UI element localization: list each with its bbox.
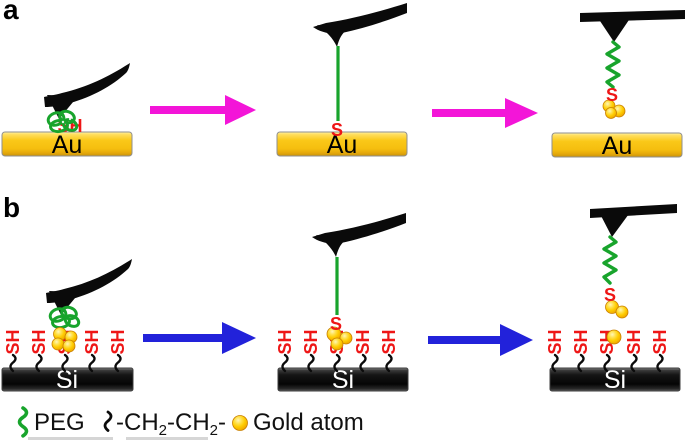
thiol-label: SH [379,329,399,354]
peg-coil-a1-speckles [52,116,72,124]
afm-cantilever-b3 [590,204,677,237]
cantilever-tip [598,207,634,237]
sulfur-label-b2: S [330,314,342,334]
afm-cantilever-b2 [312,213,406,257]
legend-peg-label: PEG [34,409,85,436]
artifact-strip [126,437,208,440]
coiled-peg-a3 [605,40,621,89]
reaction-arrow-a2 [432,98,538,128]
au-label-a2: Au [327,131,358,159]
cantilever-beam [580,10,685,22]
panel-a-label: a [3,0,19,25]
thiol-label: SH [29,329,49,354]
thiol-label: SH [108,329,128,354]
au-label-a3: Au [602,132,633,160]
sulfur-label-b3: S [604,285,616,305]
thiol-label: SH [82,329,102,354]
peg-loop [63,314,81,328]
substrate-si-b1 [1,367,134,392]
legend-gold-label: Gold atom [253,409,364,436]
cantilever-tip [47,95,78,119]
gold-atom [339,331,353,345]
peg-loop [46,111,66,127]
substrate-au-a2 [276,131,408,157]
legend-peg-swatch [17,406,29,438]
substrate-si-b2 [277,367,409,392]
si-label-b3: Si [604,366,626,394]
thiol-label: SH [545,329,565,354]
afm-cantilever-a2 [313,3,407,47]
thiol-label: SH [353,329,373,354]
ethylene-part: - [218,409,226,436]
cropped-caption-artifact [28,437,208,440]
reaction-arrow-b1 [143,322,256,354]
afm-cantilever-a3 [580,10,685,42]
thiol-label: SH [3,329,23,354]
gold-atoms [51,99,629,353]
si-label-b2: Si [332,366,354,394]
thiol-label: SH [571,329,591,354]
coiled-peg-b3 [602,235,618,285]
thiol-label: SH [650,329,670,354]
gold-atom [51,337,65,351]
si-label-b1: Si [56,366,78,394]
sulfur-label-a3: S [606,85,618,105]
substrate-si-b3 [549,367,681,392]
speckle [68,117,72,121]
gold-atom [605,107,617,119]
peg-loop [49,118,69,134]
ethylene-sub: 2 [159,422,167,439]
reaction-arrow-b2 [428,324,533,356]
sulfur-labels: S S S S [330,85,618,334]
thiol-label: SH [301,329,321,354]
sulfur-label-a2: S [331,120,343,140]
legend-gold-atom-swatch [232,415,248,431]
peg-loop [48,307,68,323]
artifact-strip [28,437,113,440]
peg-coil-b1 [48,305,81,330]
cantilever-tip [596,14,633,42]
afm-cantilever-b1 [46,259,132,315]
thiol-labels: SH SH SH SH SH SH SH SH SH SH SH SH SH S… [3,329,670,354]
au-substrates: Au Au Au [1,131,683,160]
legend-ethylene-label: -CH2-CH2- [116,409,226,439]
substrate-au-a3 [551,132,683,158]
si-substrates: Si Si Si [1,366,681,394]
cantilever-tip [317,25,347,47]
legend-ethylene-swatch [103,410,113,432]
au-label-a1: Au [52,131,83,159]
gold-atom [606,329,622,345]
ethylene-part: -CH [167,409,210,436]
substrate-au-a1 [1,131,133,157]
thiol-label: SH [275,329,295,354]
cantilever-tip [316,235,346,257]
ethylene-sub: 2 [210,422,218,439]
gold-atom [62,339,76,353]
reaction-arrow-a1 [150,95,256,125]
cantilever-beam [313,3,407,34]
gold-atom [330,337,344,351]
speckle [61,120,65,124]
panel-b-label: b [3,192,20,223]
afm-cantilever-a1 [44,63,130,119]
speckle [52,116,56,120]
ethylene-part: -CH [116,409,159,436]
gold-atom [615,305,629,319]
cantilever-tip [49,291,80,315]
thiol-label: SH [624,329,644,354]
legend: PEG -CH2-CH2- Gold atom [17,406,364,439]
cantilever-beam [312,213,406,244]
